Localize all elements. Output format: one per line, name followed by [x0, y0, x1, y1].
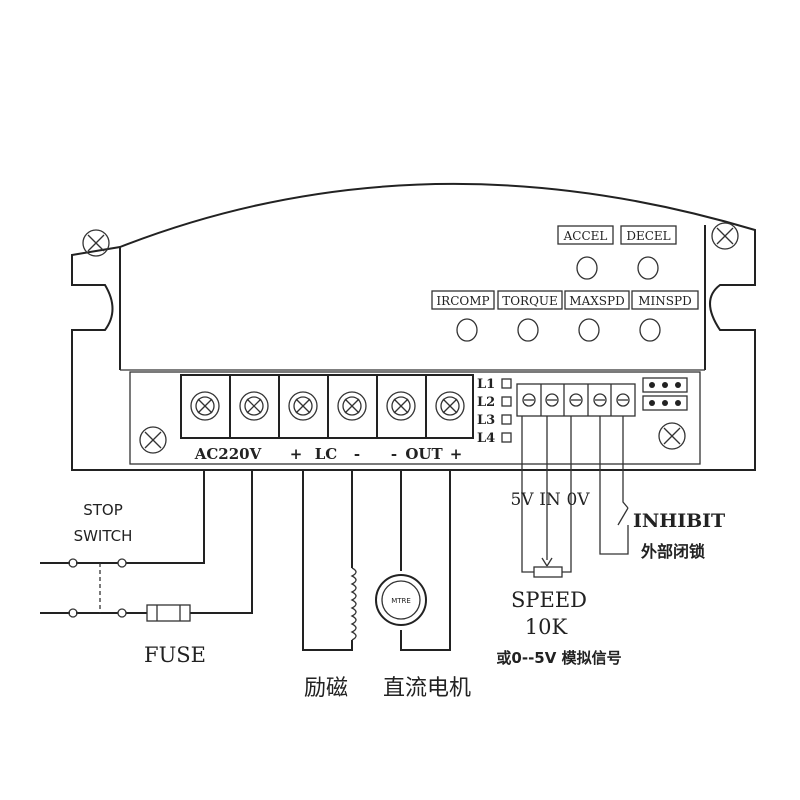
label-pot-value: 10K	[525, 615, 568, 639]
pot-decel-label: DECEL	[626, 229, 670, 243]
mounting-screw-top-right	[711, 222, 739, 250]
control-terminal-strip	[516, 383, 636, 417]
terminal-screw-3[interactable]	[288, 391, 318, 421]
led-label-l2: L2	[477, 395, 495, 410]
stop-switch-label-line2: SWITCH	[74, 527, 133, 545]
label-5v: 5V	[510, 490, 534, 510]
pot-maxspd-label: MAXSPD	[569, 294, 624, 308]
label-speed: SPEED	[511, 588, 587, 612]
pot-torque[interactable]: TORQUE	[497, 290, 563, 342]
dc-motor-label: 直流电机	[383, 676, 471, 701]
fuse-label: FUSE	[144, 643, 206, 667]
terminal-screw-5[interactable]	[386, 391, 416, 421]
control-screw-3[interactable]	[569, 393, 583, 407]
speed-potentiometer	[533, 557, 563, 578]
excitation-wiring	[302, 470, 353, 651]
led-label-l3: L3	[477, 413, 495, 428]
power-terminal-block	[180, 374, 474, 439]
mounting-screw-bottom-right	[658, 422, 686, 450]
label-analog-signal: 或0--5V 模拟信号	[496, 649, 621, 667]
mains-wiring	[40, 470, 253, 614]
label-in: IN	[539, 490, 561, 510]
terminal-label-lc-minus: -	[354, 445, 360, 463]
led-label-l4: L4	[477, 431, 495, 446]
control-screw-4[interactable]	[593, 393, 607, 407]
stop-switch-label-line1: STOP	[83, 501, 123, 519]
jumper-block[interactable]	[642, 377, 688, 411]
pot-ircomp[interactable]: IRCOMP	[431, 290, 495, 342]
pot-maxspd[interactable]: MAXSPD	[564, 290, 630, 342]
pot-accel[interactable]: ACCEL	[557, 225, 614, 280]
control-screw-1[interactable]	[522, 393, 536, 407]
label-0v: 0V	[566, 490, 590, 510]
terminal-label-lc-plus: +	[290, 445, 303, 463]
dc-motor: MTRE	[375, 574, 427, 626]
excitation-coil	[350, 567, 357, 641]
label-inhibit: INHIBIT	[633, 510, 725, 532]
pot-minspd[interactable]: MINSPD	[631, 290, 699, 342]
terminal-label-out-plus: +	[450, 445, 463, 463]
mounting-screw-bottom-left	[139, 426, 167, 454]
terminal-screw-4[interactable]	[337, 391, 367, 421]
controller-housing	[71, 182, 756, 471]
pot-torque-label: TORQUE	[502, 294, 558, 308]
motor-badge-label: MTRE	[391, 597, 411, 605]
stop-switch	[68, 558, 127, 618]
control-wiring	[521, 416, 629, 573]
terminal-screw-1[interactable]	[190, 391, 220, 421]
terminal-label-lc: LC	[315, 445, 338, 463]
pot-minspd-label: MINSPD	[638, 294, 691, 308]
terminal-screw-2[interactable]	[239, 391, 269, 421]
control-screw-2[interactable]	[545, 393, 559, 407]
label-external-lock: 外部闭锁	[640, 542, 705, 561]
terminal-label-ac220v: AC220V	[194, 445, 262, 463]
fuse-symbol	[146, 604, 191, 622]
led-indicators: L1 L2 L3 L4	[477, 377, 512, 446]
terminal-screw-6[interactable]	[435, 391, 465, 421]
excitation-label: 励磁	[304, 676, 348, 701]
control-screw-5[interactable]	[616, 393, 630, 407]
pot-decel[interactable]: DECEL	[620, 225, 677, 280]
mounting-screw-top-left	[82, 229, 110, 257]
terminal-label-out: OUT	[405, 445, 443, 463]
led-label-l1: L1	[477, 377, 495, 392]
motor-wiring	[400, 470, 451, 651]
pot-accel-label: ACCEL	[563, 229, 608, 243]
terminal-label-out-minus: -	[391, 445, 397, 463]
pot-ircomp-label: IRCOMP	[436, 294, 489, 308]
